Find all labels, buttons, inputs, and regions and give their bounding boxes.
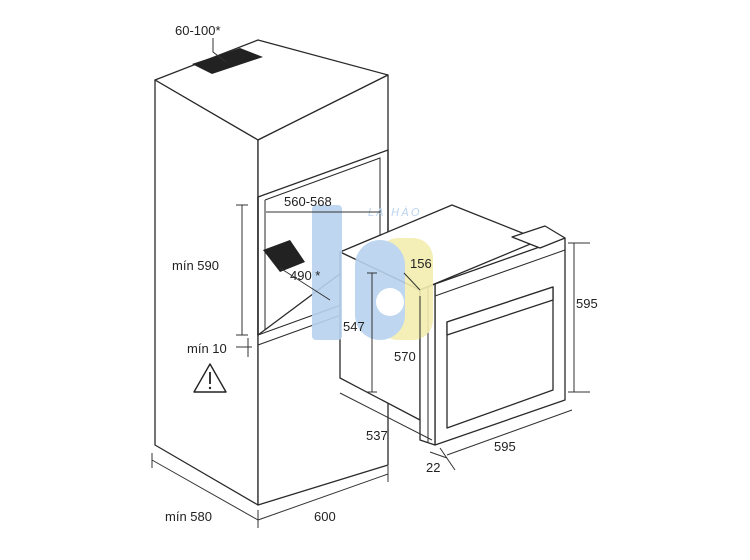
label-oven-inner-height: 570 (394, 349, 416, 364)
warning-triangle-icon (193, 363, 227, 393)
label-cavity-width: 560-568 (284, 194, 332, 209)
label-oven-panel: 156 (410, 256, 432, 271)
watermark-text: LA HÀO (368, 206, 422, 219)
oven-handle (446, 286, 554, 336)
label-oven-front-width: 595 (494, 439, 516, 454)
label-oven-front-height: 595 (576, 296, 598, 311)
label-vent-top: 60-100* (175, 23, 221, 38)
label-gap-min: mín 10 (187, 341, 227, 356)
label-oven-depth: 537 (366, 428, 388, 443)
top-vent-opening (192, 48, 263, 74)
cabinet (154, 39, 389, 506)
label-oven-front-thickness: 22 (426, 460, 440, 475)
label-cabinet-depth-min: mín 580 (165, 509, 212, 524)
label-cavity-height-min: mín 590 (172, 258, 219, 273)
label-oven-body-height: 547 (343, 319, 365, 334)
label-cabinet-width: 600 (314, 509, 336, 524)
label-cavity-depth: 490 * (290, 268, 320, 283)
dimension-lines (151, 38, 590, 528)
watermark-logo: LA HÀO (312, 205, 433, 340)
cavity-vent-slot (263, 240, 305, 272)
